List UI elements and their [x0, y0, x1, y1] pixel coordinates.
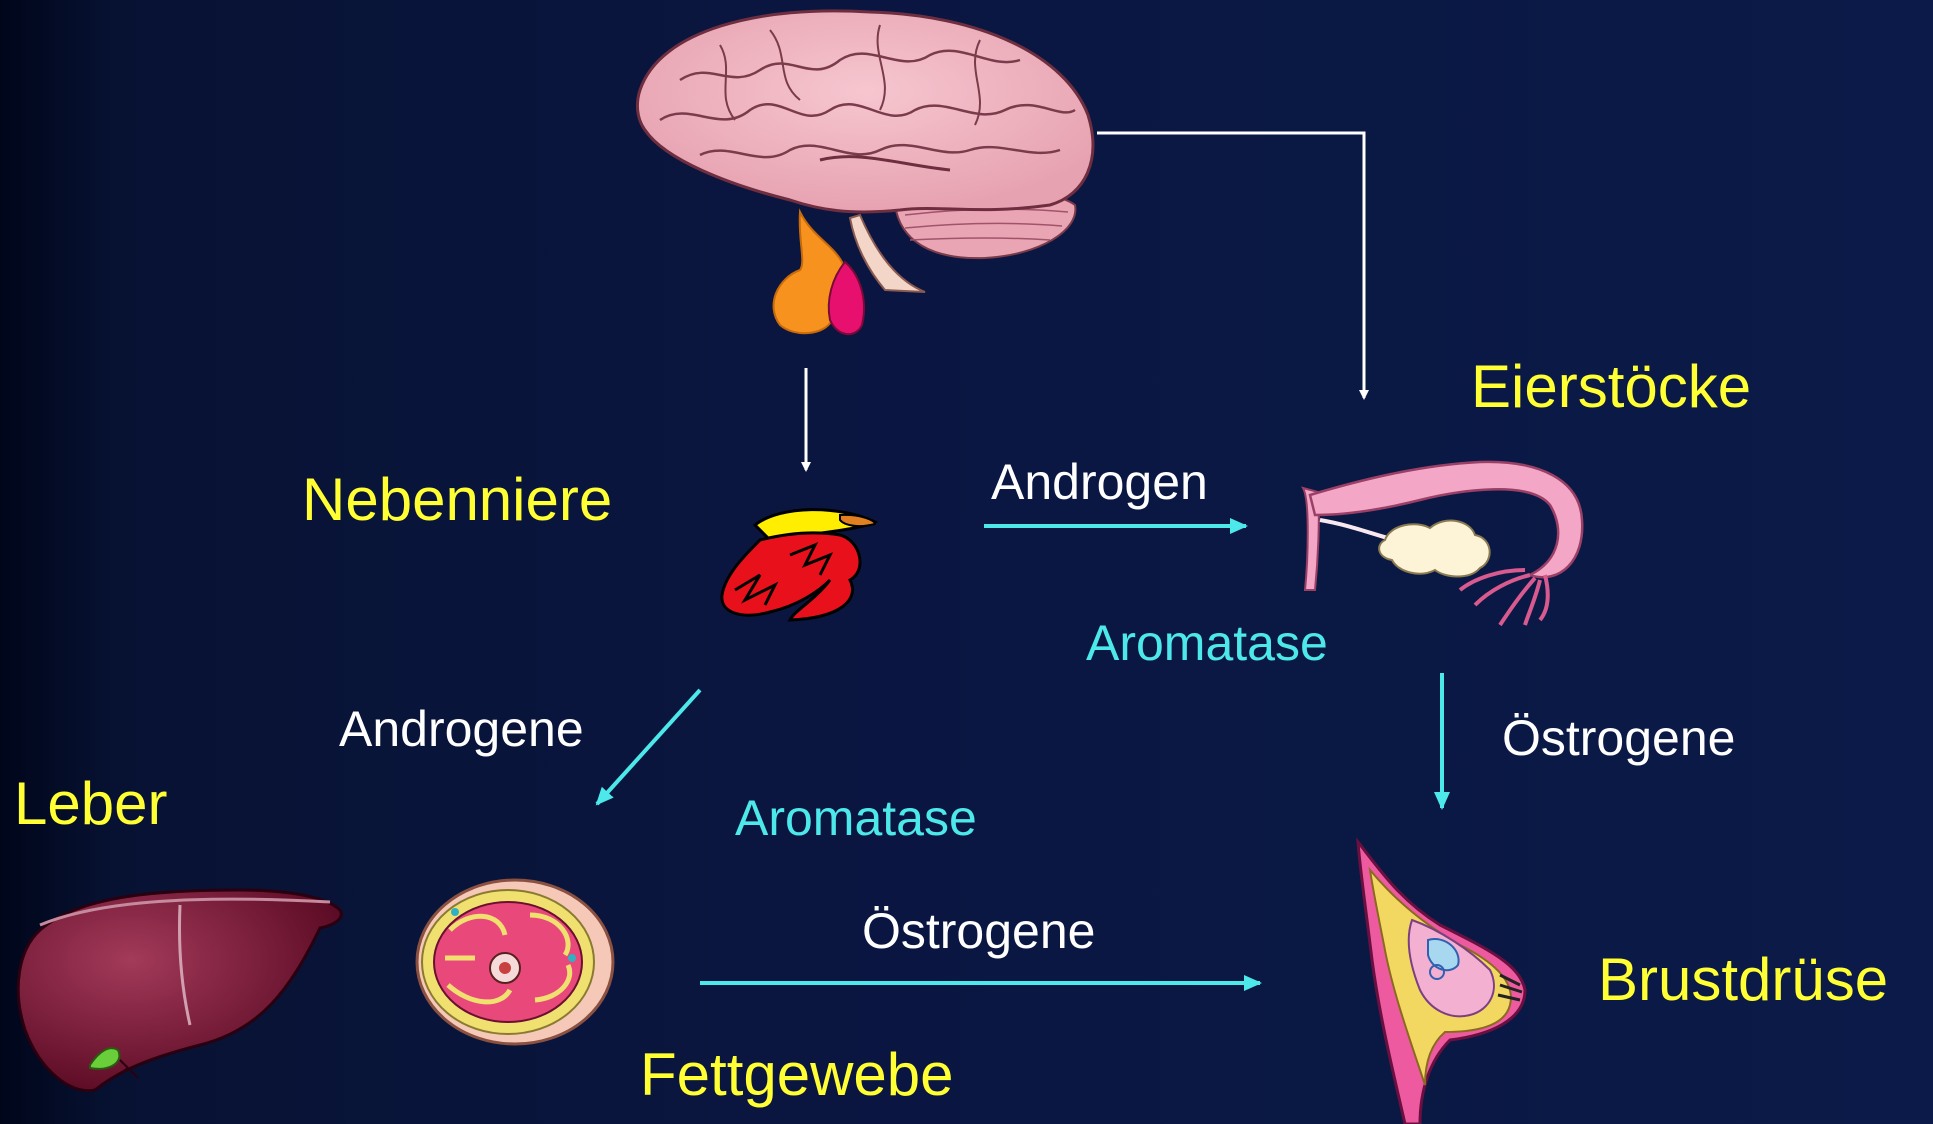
adrenal-gland-icon [722, 510, 875, 620]
brain-with-pituitary-icon [637, 11, 1092, 334]
label-ovaries: Eierstöcke [1471, 357, 1751, 417]
label-estrogens-right: Östrogene [1502, 713, 1735, 763]
label-androgen: Androgen [991, 457, 1208, 507]
label-androgens: Androgene [339, 704, 584, 754]
label-breast: Brustdrüse [1598, 950, 1888, 1010]
arrow-adrenal-to-fat [597, 690, 700, 804]
label-liver: Leber [14, 774, 167, 834]
arrow-brain-to-ovaries [1097, 133, 1364, 398]
label-fat-tissue: Fettgewebe [640, 1045, 954, 1105]
label-adrenal: Nebenniere [302, 470, 612, 530]
ovary-fallopian-tube-icon [1303, 462, 1582, 625]
fat-tissue-cross-section-icon [417, 880, 613, 1044]
label-aromatase-ovary: Aromatase [1086, 618, 1328, 668]
label-aromatase-fat: Aromatase [735, 793, 977, 843]
label-estrogens-bottom: Östrogene [862, 906, 1095, 956]
liver-icon [18, 890, 341, 1091]
breast-gland-icon [1358, 842, 1525, 1124]
